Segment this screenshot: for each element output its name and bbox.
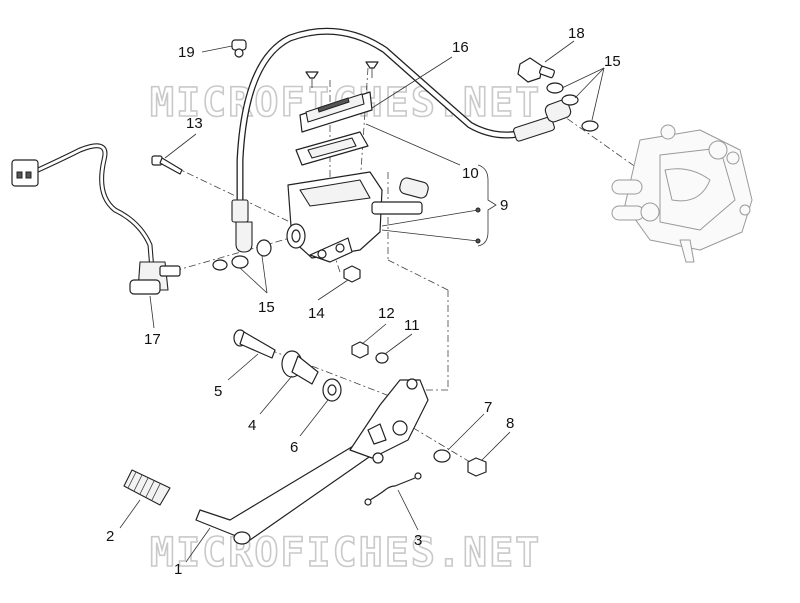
pedal-rubber — [123, 469, 171, 506]
callout-labels: 19 13 16 18 15 10 9 15 14 17 12 11 5 4 6… — [106, 25, 621, 578]
copper-washers-right — [546, 82, 599, 132]
lever-nut — [351, 341, 389, 364]
callout-7: 7 — [484, 399, 492, 416]
return-spring — [364, 472, 422, 506]
brake-light-switch — [11, 143, 181, 295]
callout-14: 14 — [308, 305, 325, 322]
callout-18: 18 — [568, 25, 585, 42]
nut — [343, 265, 361, 283]
callout-19: 19 — [178, 44, 195, 61]
copper-washers-left — [212, 239, 272, 271]
callout-5: 5 — [214, 383, 222, 400]
callout-9: 9 — [500, 197, 508, 214]
callout-6: 6 — [290, 439, 298, 456]
washer — [322, 378, 342, 402]
callout-leaders — [119, 40, 605, 563]
callout-11: 11 — [404, 317, 420, 334]
callout-1: 1 — [174, 561, 182, 578]
brake-hose — [231, 27, 572, 253]
bushing — [281, 350, 319, 385]
callout-15-right: 15 — [604, 53, 621, 70]
callout-17: 17 — [144, 331, 161, 348]
hose-clip — [231, 39, 247, 58]
callout-3: 3 — [414, 532, 422, 549]
watermark-bottom: MICROFICHES.NET — [150, 530, 541, 576]
brake-caliper — [611, 124, 753, 263]
callout-8: 8 — [506, 415, 514, 432]
cover-screws — [305, 61, 379, 88]
lever-lock-nut — [467, 457, 487, 477]
callout-10: 10 — [462, 165, 479, 182]
lever-washer — [433, 449, 451, 463]
assembly-guide-lines — [159, 67, 641, 463]
banjo-bolt — [517, 57, 555, 83]
callout-2: 2 — [106, 528, 114, 545]
mounting-screw — [151, 155, 183, 175]
callout-16: 16 — [452, 39, 469, 56]
pivot-bolt — [233, 329, 276, 359]
callout-12: 12 — [378, 305, 395, 322]
reservoir-cover — [295, 91, 373, 166]
callout-13: 13 — [186, 115, 203, 132]
master-cylinder — [286, 171, 429, 263]
brake-lever — [195, 378, 429, 545]
callout-15-left: 15 — [258, 299, 275, 316]
callout-4: 4 — [248, 417, 256, 434]
